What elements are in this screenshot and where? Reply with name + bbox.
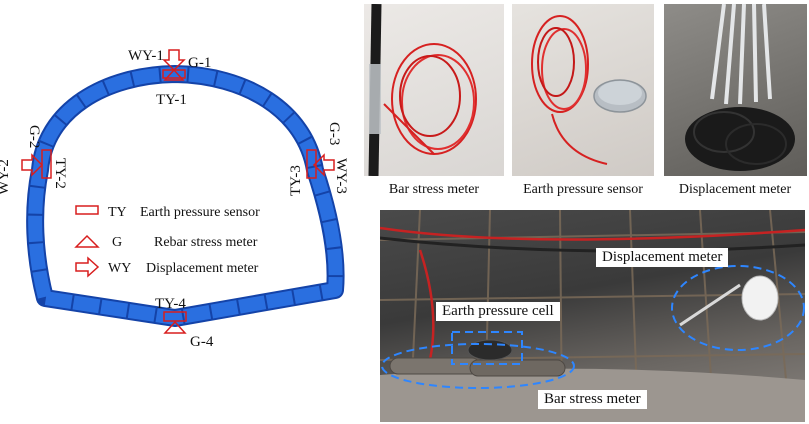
- legend-code-g: G: [112, 235, 122, 250]
- label-wy1: WY-1: [128, 48, 164, 64]
- legend-code-ty: TY: [108, 205, 127, 220]
- label-wy2: WY-2: [0, 159, 12, 195]
- label-wy3: WY-3: [333, 158, 349, 194]
- site-label-bar-stress: Bar stress meter: [538, 390, 647, 409]
- displacement-arrow-wy3: [312, 153, 335, 177]
- legend-text-ty: Earth pressure sensor: [140, 205, 260, 220]
- photo-site-installation: Displacement meter Earth pressure cell B…: [380, 210, 805, 422]
- photo-displacement-meter: [664, 4, 807, 176]
- caption-earth-pressure-sensor: Earth pressure sensor: [523, 182, 643, 197]
- earth-pressure-rect-ty1: [162, 69, 186, 79]
- label-ty2: TY-2: [52, 158, 68, 189]
- label-ty4: TY-4: [155, 296, 186, 312]
- legend: TY Earth pressure sensor G Rebar stress …: [74, 205, 260, 278]
- legend-code-wy: WY: [108, 261, 131, 276]
- earth-pressure-rect-ty3: [306, 149, 317, 179]
- legend-text-wy: Displacement meter: [146, 261, 259, 276]
- label-g1: G-1: [188, 55, 211, 71]
- caption-displacement-meter: Displacement meter: [678, 182, 792, 197]
- legend-triangle-symbol: [74, 234, 100, 248]
- legend-rect-symbol: [75, 205, 99, 215]
- site-label-earth-pressure-cell: Earth pressure cell: [436, 302, 560, 321]
- label-ty3: TY-3: [288, 165, 304, 196]
- left-sensor-group: G-2 WY-2 TY-2: [0, 125, 68, 195]
- displacement-arrow-wy2: [21, 153, 44, 177]
- displacement-arrow-wy1: [162, 49, 186, 72]
- tunnel-lining: [26, 65, 345, 327]
- rebar-triangle-g4: [163, 320, 187, 334]
- bottom-sensor-group: TY-4 G-4: [155, 296, 214, 350]
- caption-bar-stress-meter: Bar stress meter: [388, 182, 480, 197]
- rebar-triangle-g1: [163, 68, 185, 81]
- site-label-displacement: Displacement meter: [596, 248, 729, 267]
- legend-text-g: Rebar stress meter: [154, 235, 258, 250]
- tunnel-monitoring-diagram: WY-1 G-1 TY-1 G-2 WY-2 TY-2 G-3 WY-3 TY-…: [0, 48, 349, 350]
- label-ty1: TY-1: [156, 92, 187, 108]
- photo-bar-stress-meter: [364, 4, 504, 176]
- label-g2: G-2: [26, 125, 42, 148]
- earth-pressure-rect-ty2: [41, 149, 52, 179]
- top-sensor-group: WY-1 G-1 TY-1: [128, 48, 211, 108]
- photo-earth-pressure-sensor: [512, 4, 654, 176]
- label-g4: G-4: [190, 334, 214, 350]
- label-g3: G-3: [326, 122, 342, 145]
- right-sensor-group: G-3 WY-3 TY-3: [288, 122, 349, 196]
- legend-arrow-symbol: [75, 256, 100, 278]
